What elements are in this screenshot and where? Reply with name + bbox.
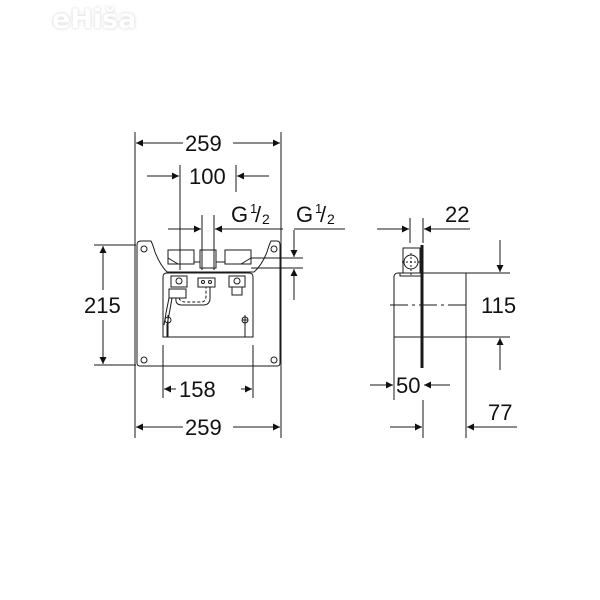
dim-bottom-width: 259 bbox=[185, 415, 222, 440]
side-view bbox=[370, 218, 517, 438]
dim-inner-width: 158 bbox=[179, 377, 216, 402]
dim-body-height: 115 bbox=[481, 293, 516, 318]
dim-right-thread: G 1 / 2 bbox=[296, 201, 335, 227]
dim-connection-spacing: 100 bbox=[189, 164, 226, 189]
svg-text:2: 2 bbox=[262, 211, 270, 227]
svg-text:1: 1 bbox=[250, 201, 257, 216]
dim-wall-offset: 22 bbox=[445, 202, 469, 227]
dim-depth-min: 50 bbox=[396, 373, 420, 398]
dim-top-width: 259 bbox=[185, 131, 222, 156]
dim-left-thread: G 1 / 2 bbox=[231, 201, 270, 227]
svg-text:1: 1 bbox=[315, 201, 322, 216]
dim-depth-extra: 77 bbox=[488, 400, 512, 425]
svg-text:G: G bbox=[296, 202, 313, 227]
brand-watermark: eHiša bbox=[52, 4, 137, 35]
front-view bbox=[94, 132, 345, 438]
svg-text:/: / bbox=[320, 202, 327, 227]
svg-text:/: / bbox=[255, 202, 262, 227]
dim-height: 215 bbox=[84, 293, 121, 318]
svg-text:G: G bbox=[231, 202, 248, 227]
svg-text:2: 2 bbox=[327, 211, 335, 227]
